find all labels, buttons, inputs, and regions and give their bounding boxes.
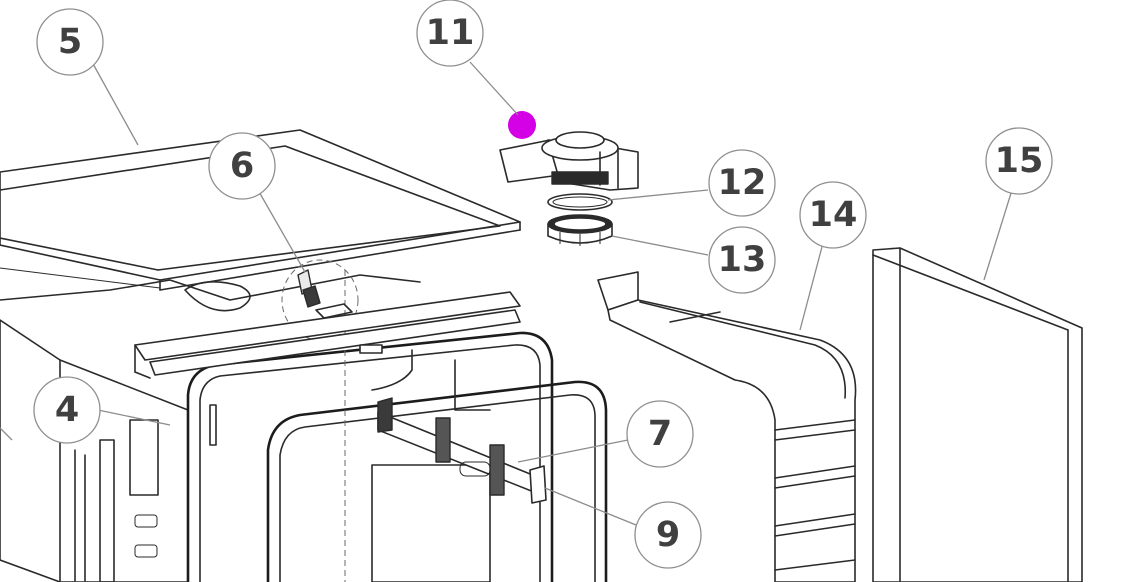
callout-13: 13: [708, 226, 776, 294]
callout-5: 5: [36, 8, 104, 76]
callout-circle: [416, 0, 484, 67]
callout-circle: [33, 376, 101, 444]
callout-4: 4: [33, 376, 101, 444]
callout-12: 12: [708, 149, 776, 217]
callout-label: 5: [58, 22, 82, 62]
callout-9: 9: [634, 501, 702, 569]
callout-label: 4: [55, 390, 79, 430]
callout-circle: [708, 149, 776, 217]
callout-label: 15: [995, 141, 1044, 181]
part-13-lock-nut: [547, 214, 613, 246]
callout-label: 12: [718, 163, 767, 203]
callout-circle: [634, 501, 702, 569]
callout-circle: [985, 127, 1053, 195]
callout-circle: [36, 8, 104, 76]
callout-circle: [626, 400, 694, 468]
part-15-side-panel: [872, 247, 1083, 582]
callout-label: 11: [426, 13, 475, 53]
callout-6: 6: [208, 132, 276, 200]
callout-14: 14: [799, 181, 867, 249]
duct-ribs: [774, 419, 856, 571]
callout-circle: [708, 226, 776, 294]
part-7-9-hinge-bar: [377, 397, 547, 504]
part-6-fastener: [297, 269, 353, 319]
highlight-marker-dot: [508, 111, 536, 139]
top-rail: [134, 291, 521, 379]
leader-lines: [0, 61, 1013, 526]
callout-label: 13: [718, 240, 767, 280]
callout-label: 9: [656, 515, 680, 555]
callout-label: 14: [809, 195, 858, 235]
callout-label: 6: [230, 146, 254, 186]
callout-circle: [799, 181, 867, 249]
part-14-air-duct: [597, 271, 857, 582]
part-12-seal-ring: [547, 193, 613, 211]
callout-15: 15: [985, 127, 1053, 195]
part-5-top-cover: [0, 129, 521, 291]
callout-11: 11: [416, 0, 484, 67]
part-11-blower: [499, 131, 639, 191]
callout-label: 7: [648, 414, 672, 454]
callout-7: 7: [626, 400, 694, 468]
callout-circle: [208, 132, 276, 200]
